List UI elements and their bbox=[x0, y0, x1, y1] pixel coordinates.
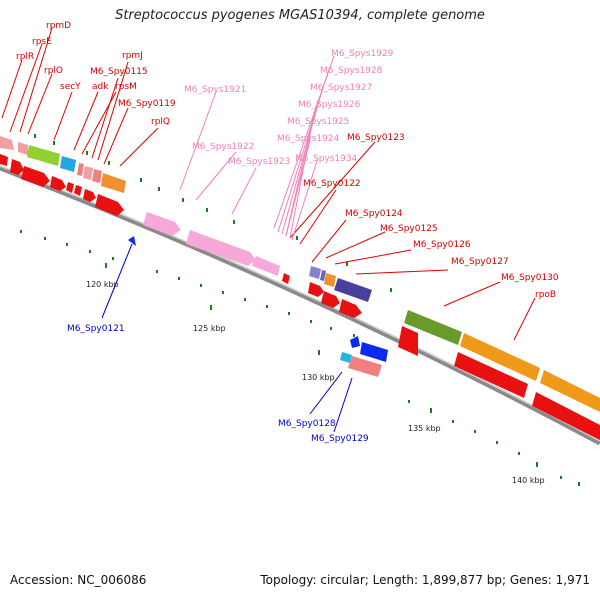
scale-label: 120 kbp bbox=[86, 280, 119, 289]
gene-feature[interactable] bbox=[460, 333, 540, 381]
map-title: Streptococcus pyogenes MGAS10394, comple… bbox=[115, 8, 485, 23]
minus-strand-features bbox=[128, 236, 388, 377]
gene-label[interactable]: rplQ bbox=[151, 117, 170, 127]
gene-label[interactable]: M6_Spys1926 bbox=[298, 100, 361, 110]
scale-labels: 120 kbp 125 kbp 130 kbp 135 kbp 140 kbp bbox=[86, 280, 545, 485]
gene-label[interactable]: rpsM bbox=[115, 82, 137, 92]
gene-label[interactable]: rpmJ bbox=[122, 51, 143, 61]
gene-label[interactable]: adk bbox=[92, 82, 109, 92]
scale-ticks bbox=[20, 134, 580, 486]
gene-label[interactable]: rplR bbox=[16, 52, 34, 62]
gene-arrow[interactable] bbox=[10, 159, 24, 175]
gene-feature[interactable] bbox=[324, 273, 336, 287]
gene-arrow[interactable] bbox=[339, 299, 362, 318]
gene-label[interactable]: rplO bbox=[44, 66, 63, 76]
gene-arrow[interactable] bbox=[398, 326, 418, 356]
gene-feature[interactable] bbox=[404, 310, 462, 345]
gene-label[interactable]: M6_Spys1927 bbox=[310, 83, 372, 93]
gene-label[interactable]: M6_Spy0125 bbox=[380, 224, 438, 234]
gene-label[interactable]: rpmD bbox=[46, 21, 71, 31]
pink-leader-lines bbox=[179, 55, 335, 241]
gene-feature[interactable] bbox=[92, 169, 102, 183]
gene-label[interactable]: M6_Spys1929 bbox=[331, 49, 394, 59]
gene-feature[interactable] bbox=[77, 163, 84, 176]
gene-label[interactable]: M6_Spys1925 bbox=[287, 117, 349, 127]
gene-feature[interactable] bbox=[320, 270, 326, 281]
gene-arrow[interactable] bbox=[95, 194, 124, 216]
gene-feature[interactable] bbox=[334, 278, 372, 302]
gene-label[interactable]: M6_Spy0115 bbox=[90, 67, 148, 77]
genome-backbone-highlight bbox=[0, 165, 600, 442]
red-leader-lines bbox=[1, 27, 536, 341]
genome-info-text: Topology: circular; Length: 1,899,877 bp… bbox=[260, 573, 590, 587]
gene-label[interactable]: rpsE bbox=[32, 37, 52, 47]
gene-feature[interactable] bbox=[348, 356, 382, 377]
accession-text: Accession: NC_006086 bbox=[10, 573, 147, 587]
gene-label[interactable]: M6_Spys1923 bbox=[228, 157, 290, 167]
gene-label[interactable]: M6_Spy0122 bbox=[303, 179, 361, 189]
gene-arrow[interactable] bbox=[21, 166, 50, 187]
blue-gene-labels: M6_Spy0121 M6_Spy0128 M6_Spy0129 bbox=[67, 324, 369, 444]
gene-feature[interactable] bbox=[143, 212, 181, 236]
gene-arrow[interactable] bbox=[83, 189, 96, 202]
gene-label[interactable]: M6_Spys1921 bbox=[184, 85, 246, 95]
gene-label[interactable]: M6_Spys1922 bbox=[192, 142, 254, 152]
gene-label[interactable]: M6_Spys1934 bbox=[295, 154, 358, 164]
gene-label[interactable]: M6_Spy0130 bbox=[501, 273, 559, 283]
gene-label[interactable]: M6_Spy0128 bbox=[278, 419, 336, 429]
gene-arrow[interactable] bbox=[350, 336, 360, 348]
gene-arrow[interactable] bbox=[74, 185, 82, 196]
gene-label[interactable]: M6_Spy0123 bbox=[347, 133, 405, 143]
gene-label[interactable]: secY bbox=[60, 82, 81, 92]
gene-feature[interactable] bbox=[101, 173, 126, 193]
gene-feature[interactable] bbox=[60, 156, 76, 172]
red-gene-labels: rpmD rpsE rplR rplO secY adk rpsM M6_Spy… bbox=[16, 21, 559, 300]
gene-label[interactable]: M6_Spys1928 bbox=[320, 66, 383, 76]
gene-label[interactable]: M6_Spy0127 bbox=[451, 257, 509, 267]
gene-arrow[interactable] bbox=[128, 236, 136, 246]
gene-feature[interactable] bbox=[27, 145, 60, 166]
gene-label[interactable]: M6_Spy0119 bbox=[118, 99, 176, 109]
gene-label[interactable]: M6_Spy0124 bbox=[345, 209, 403, 219]
genome-backbone bbox=[0, 165, 600, 446]
gene-arrow[interactable] bbox=[360, 342, 388, 362]
gene-feature[interactable] bbox=[186, 230, 256, 266]
gene-arrow[interactable] bbox=[50, 176, 66, 191]
gene-arrow[interactable] bbox=[0, 154, 8, 166]
gene-feature[interactable] bbox=[540, 370, 600, 412]
scale-label: 125 kbp bbox=[193, 324, 226, 333]
gene-arrow[interactable] bbox=[308, 282, 324, 297]
gene-feature[interactable] bbox=[18, 142, 28, 155]
gene-feature[interactable] bbox=[340, 352, 352, 363]
pink-gene-labels: M6_Spys1921 M6_Spys1922 M6_Spys1923 M6_S… bbox=[184, 49, 394, 167]
gene-feature[interactable] bbox=[309, 266, 321, 279]
reverse-strand-features bbox=[0, 154, 600, 440]
gene-arrow[interactable] bbox=[532, 392, 600, 440]
gene-arrow[interactable] bbox=[321, 291, 340, 308]
scale-label: 140 kbp bbox=[512, 476, 545, 485]
gene-arrow[interactable] bbox=[282, 273, 290, 284]
forward-strand-features bbox=[0, 136, 600, 412]
gene-label[interactable]: M6_Spys1924 bbox=[277, 134, 340, 144]
gene-label[interactable]: M6_Spy0126 bbox=[413, 240, 471, 250]
gene-arrow[interactable] bbox=[66, 182, 74, 193]
gene-feature[interactable] bbox=[252, 256, 280, 276]
gene-arrow[interactable] bbox=[454, 352, 528, 398]
scale-label: 135 kbp bbox=[408, 424, 441, 433]
gene-label[interactable]: M6_Spy0129 bbox=[311, 434, 369, 444]
gene-label[interactable]: M6_Spy0121 bbox=[67, 324, 125, 334]
gene-feature[interactable] bbox=[0, 136, 14, 150]
gene-feature[interactable] bbox=[83, 166, 93, 180]
gene-label[interactable]: rpoB bbox=[535, 290, 556, 300]
scale-label: 130 kbp bbox=[302, 373, 335, 382]
blue-leader-lines bbox=[101, 243, 353, 433]
